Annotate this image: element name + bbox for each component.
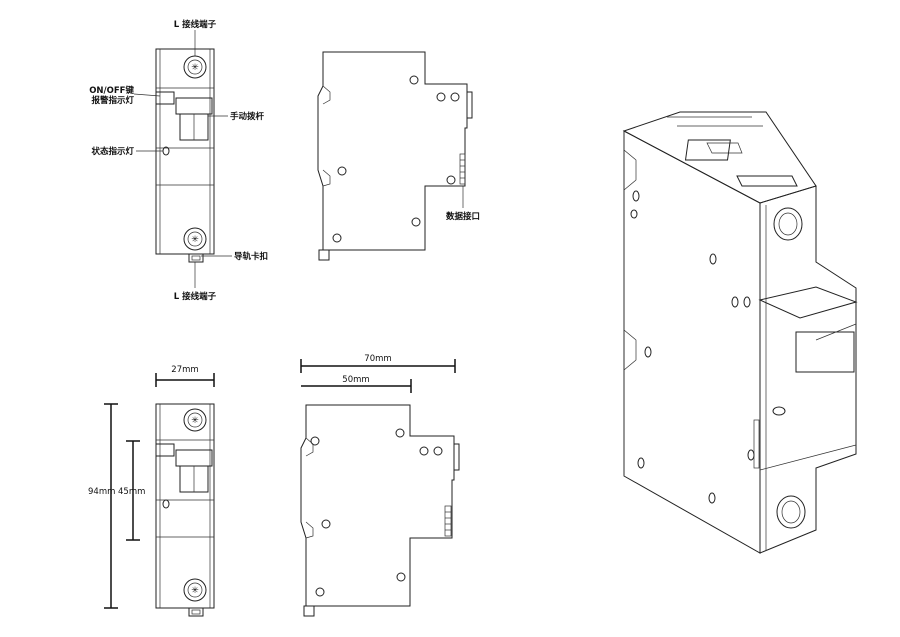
- label-data-port: 数据接口: [446, 211, 480, 222]
- front-view-bottom: ✳ ✳: [104, 373, 215, 617]
- svg-text:✳: ✳: [191, 63, 199, 73]
- dim-width: 27mm: [171, 365, 198, 375]
- dim-height-total: 94mm: [88, 487, 115, 497]
- dim-length-partial: 50mm: [342, 375, 369, 385]
- label-onoff-key: ON/OFF键: [89, 85, 134, 96]
- svg-text:✳: ✳: [191, 416, 199, 426]
- isometric-view: [622, 111, 858, 554]
- label-manual-lever: 手动拨杆: [230, 111, 265, 122]
- label-terminal-bottom: L 接线端子: [174, 291, 217, 302]
- side-view-top: [317, 51, 473, 261]
- label-status-indicator: 状态指示灯: [91, 146, 134, 157]
- dim-height-partial: 45mm: [118, 487, 145, 497]
- side-view-bottom: [300, 359, 460, 617]
- svg-text:✳: ✳: [191, 235, 199, 245]
- label-alarm-indicator: 报警指示灯: [91, 95, 134, 106]
- front-view-top: ✳ ✳: [133, 30, 232, 288]
- dim-length-total: 70mm: [364, 354, 391, 364]
- label-terminal-top: L 接线端子: [174, 19, 217, 30]
- label-rail-clip: 导轨卡扣: [234, 251, 268, 262]
- svg-text:✳: ✳: [191, 586, 199, 596]
